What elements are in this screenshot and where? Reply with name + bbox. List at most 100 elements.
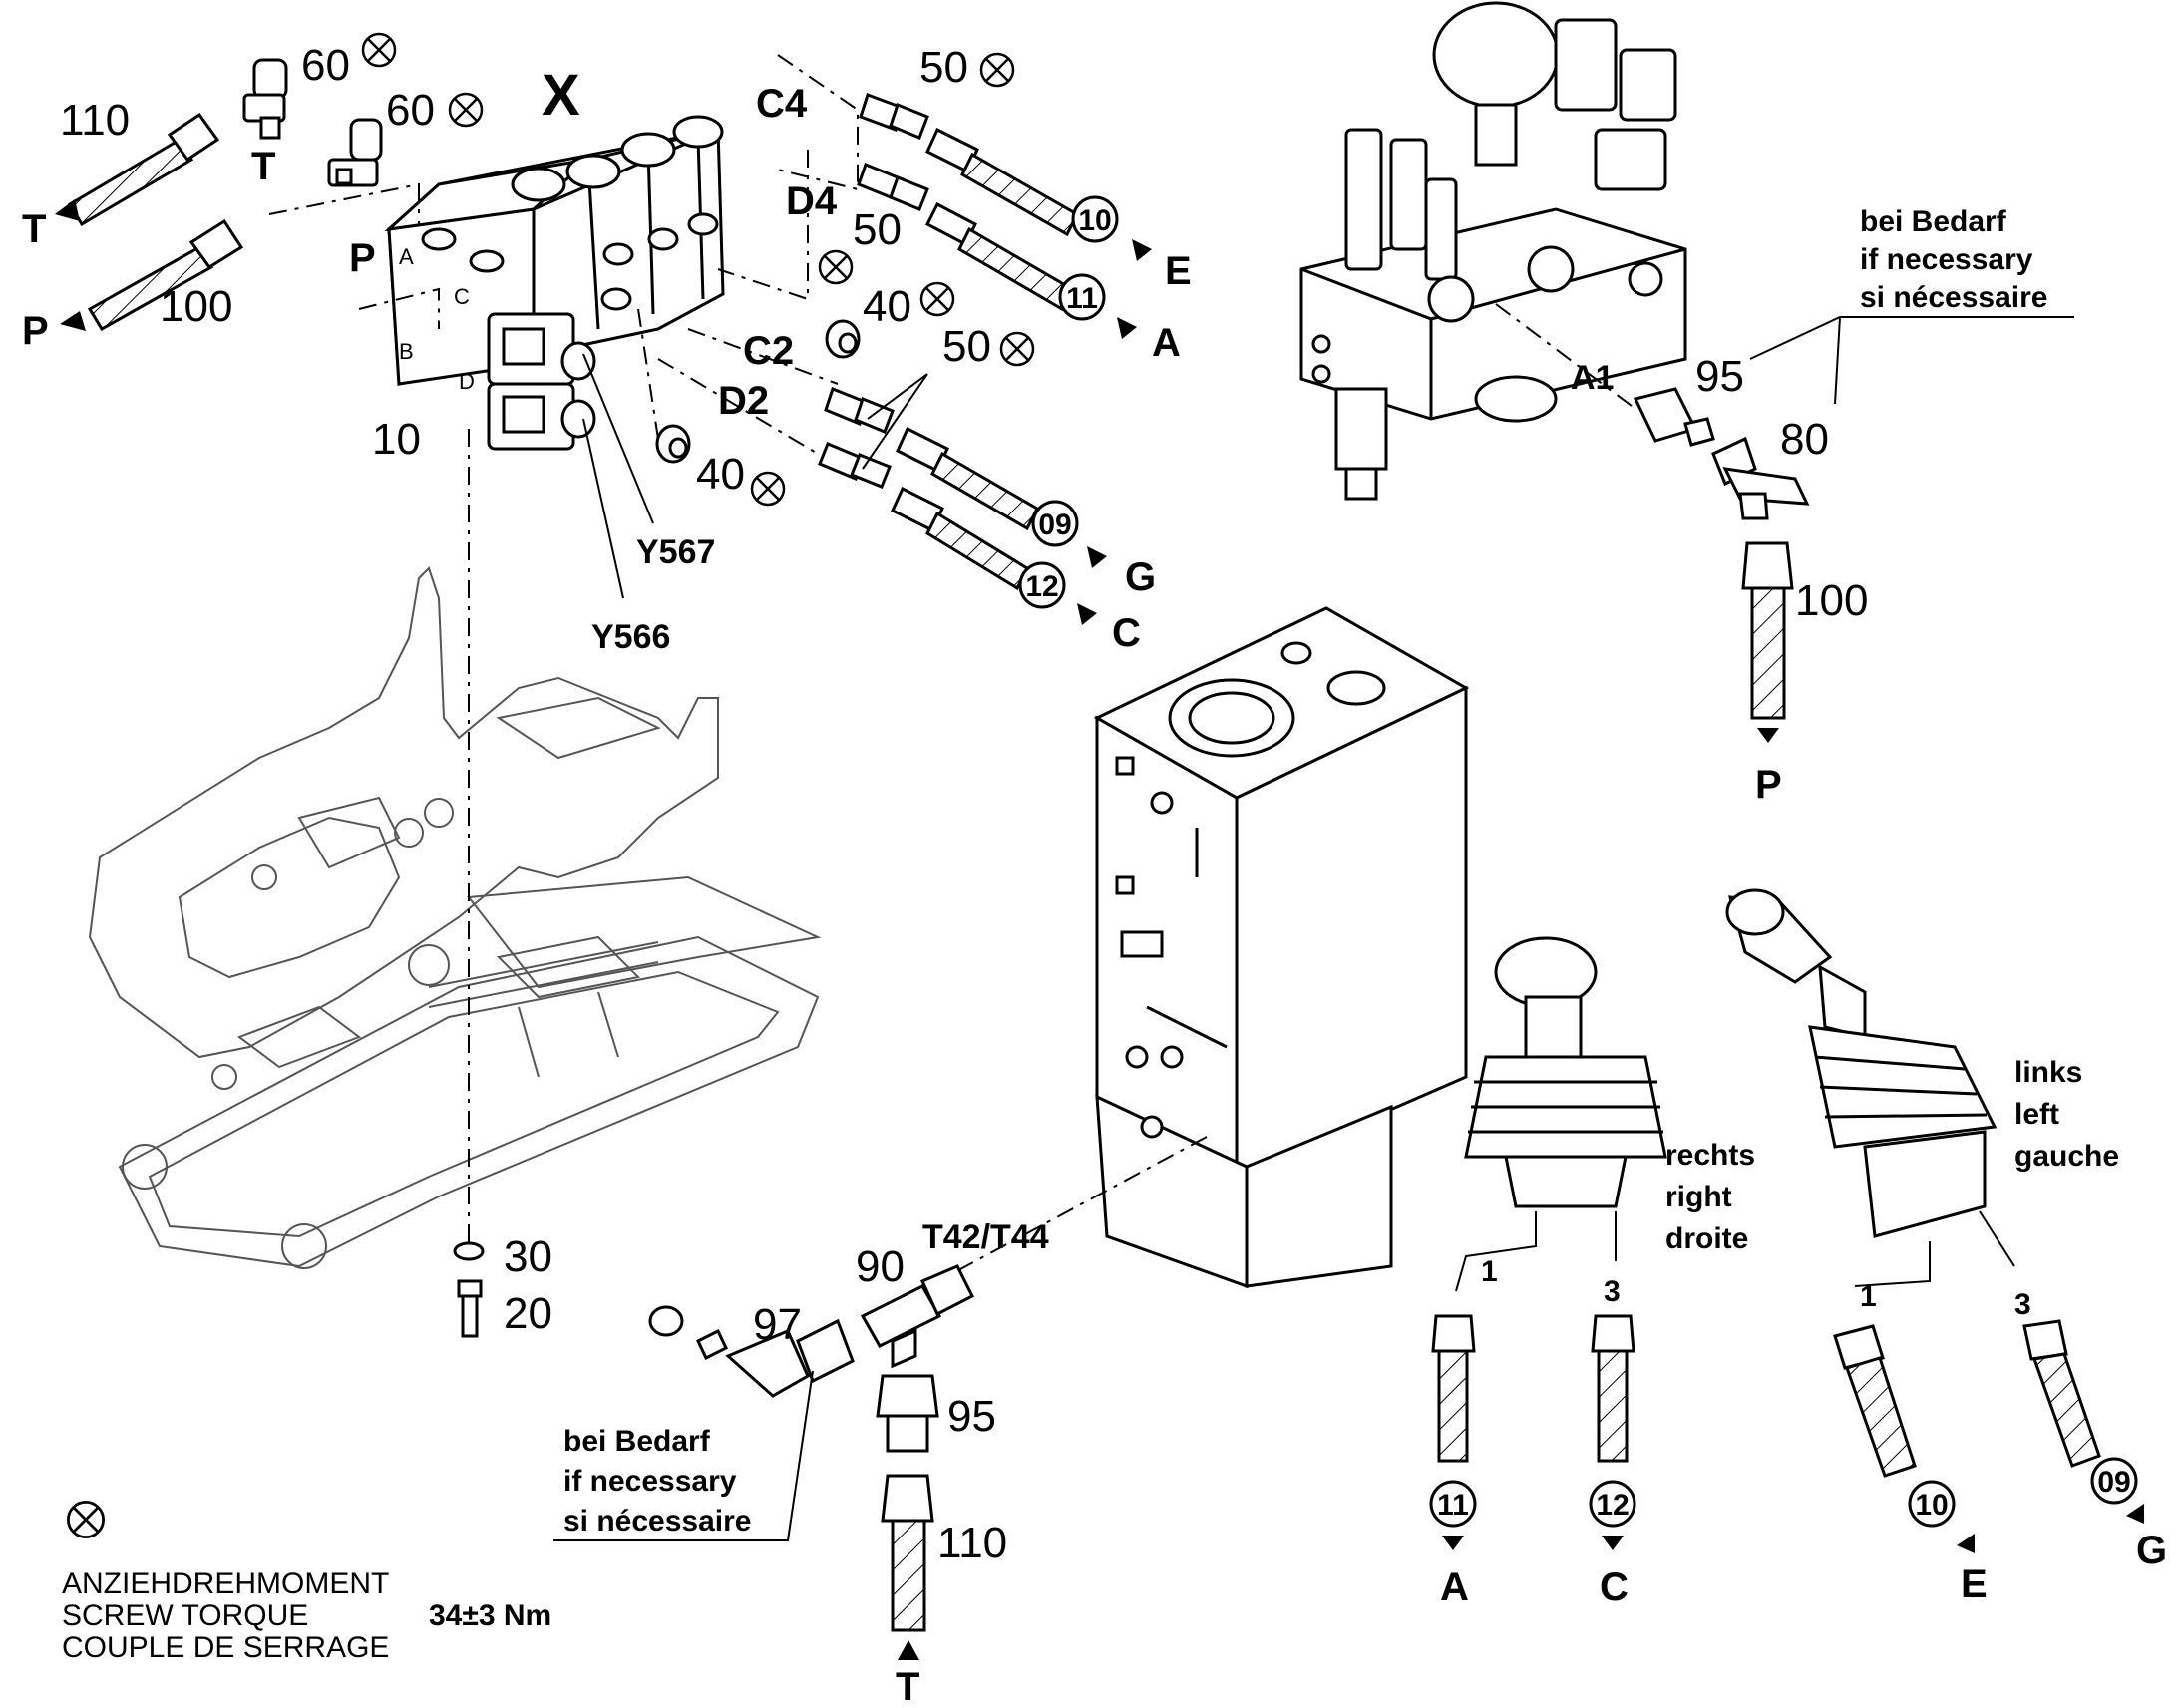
circle-ref-10-bot: 10 (1908, 1480, 1956, 1528)
note-de-bottom: bei Bedarf (563, 1425, 711, 1458)
hose-c4 (925, 127, 1079, 237)
torque-icon (67, 1501, 105, 1538)
note-de-top: bei Bedarf (1860, 205, 2007, 238)
torque-icon (919, 281, 955, 317)
port-label-p: P (349, 236, 376, 280)
circle-ref-text: 11 (1066, 282, 1098, 315)
flow-letter-p-right: P (1755, 763, 1782, 807)
port-label-d4: D4 (786, 179, 838, 223)
joystick-right (1464, 936, 1667, 1208)
dash-line-d2 (657, 358, 819, 455)
joystick-right-port3: 3 (1604, 1275, 1621, 1308)
hose-100-right (1741, 541, 1794, 720)
note-leader-bottom (553, 1370, 814, 1541)
bolt-20 (457, 1279, 483, 1338)
port-letter-b: B (399, 339, 414, 364)
joystick-right-fr: droite (1665, 1222, 1748, 1255)
part-30: 30 (504, 1232, 552, 1281)
note-leader-top-a (1749, 316, 2074, 360)
circle-ref-12-bot: 12 (1589, 1480, 1636, 1528)
flow-letter-p-left: P (22, 309, 49, 353)
arrow-e-top (1132, 239, 1152, 261)
torque-icon (750, 471, 786, 507)
machine-frame (88, 566, 822, 1269)
part-90: 90 (856, 1242, 905, 1291)
hose-right-port3 (1591, 1314, 1635, 1463)
note-leader-top-b (1834, 316, 1841, 405)
plug-40-upper (825, 319, 861, 359)
legend-line-en: SCREW TORQUE (62, 1599, 308, 1632)
circle-ref-09-bot: 09 (2090, 1457, 2138, 1505)
dash-line-a1 (1495, 303, 1636, 410)
circle-ref-text: 12 (1025, 570, 1058, 603)
circle-ref-10-top: 10 (1071, 195, 1119, 243)
connection-a1: A1 (1571, 359, 1614, 397)
port-label-d2: D2 (718, 379, 769, 423)
arrow-e-bot (1957, 1534, 1975, 1553)
note-en-top: if necessary (1860, 243, 2033, 276)
torque-icon (818, 249, 854, 285)
flow-letter-e-top: E (1165, 249, 1192, 293)
circle-ref-text: 10 (1078, 204, 1111, 237)
dash-line-d4 (717, 150, 809, 301)
joystick-right-de: rechts (1665, 1139, 1755, 1172)
flow-letter-a-top: A (1152, 321, 1181, 365)
hose-left-port1 (1833, 1324, 1917, 1478)
part-50-c: 50 (942, 322, 991, 371)
flow-letter-c-bot: C (1600, 1565, 1629, 1609)
part-95-right: 95 (1695, 352, 1744, 401)
note-en-bottom: if necessary (563, 1465, 737, 1498)
legend-torque-value: 34±3 Nm (429, 1599, 551, 1632)
adapter-95-bottom (876, 1374, 939, 1453)
adapter-95-right (1633, 387, 1715, 447)
joystick-right-en: right (1665, 1181, 1732, 1213)
part-50-a: 50 (919, 43, 968, 92)
dash-line-p (358, 287, 440, 329)
circle-ref-text: 11 (1437, 1489, 1469, 1522)
flow-letter-c-mid: C (1112, 611, 1141, 655)
port-letter-a: A (399, 244, 414, 269)
hose-left-port3 (2022, 1319, 2101, 1468)
port-letter-d: D (459, 369, 475, 394)
legend-line-de: ANZIEHDREHMOMENT (62, 1567, 389, 1600)
part-80: 80 (1780, 415, 1829, 464)
adapter-c4 (859, 93, 929, 140)
plug-40-lower (655, 424, 691, 464)
part-97: 97 (753, 1300, 802, 1349)
connection-t42-t44: T42/T44 (922, 1218, 1049, 1256)
fitting-p-elbow (327, 118, 383, 187)
hose-c2 (896, 426, 1039, 531)
pilot-valve-assembly (1299, 1, 1687, 501)
arrow-c-mid (1077, 603, 1097, 625)
joystick-left-de: links (2014, 1056, 2082, 1089)
flow-letter-g-bot: G (2136, 1529, 2167, 1572)
part-50-b: 50 (853, 205, 902, 254)
joystick-left (1725, 888, 1998, 1238)
part-40-b: 40 (696, 450, 745, 499)
circle-ref-text: 09 (2097, 1466, 2130, 1499)
arrow-g-mid (1087, 546, 1107, 568)
arrow-p-left (60, 311, 86, 331)
arrow-g-bot (2126, 1504, 2144, 1524)
solenoid-y567: Y567 (636, 533, 715, 571)
joystick-right-port1: 1 (1481, 1255, 1498, 1288)
legend-line-fr: COUPLE DE SERRAGE (62, 1631, 389, 1664)
part-20: 20 (504, 1289, 552, 1338)
arrow-c-bot (1602, 1536, 1624, 1550)
port-label-t: T (251, 145, 275, 188)
flow-letter-t-bottom: T (896, 1665, 919, 1708)
leader-right-port1 (1455, 1211, 1537, 1292)
adapter-c2 (824, 387, 895, 434)
washer-30 (453, 1241, 485, 1261)
port-letter-c: C (454, 284, 470, 309)
leader-50c-b (862, 373, 928, 470)
port-label-c4: C4 (756, 82, 808, 126)
circle-ref-text: 10 (1915, 1489, 1948, 1522)
hydraulic-tank (1093, 606, 1470, 1289)
torque-icon (999, 331, 1035, 367)
part-100-right: 100 (1795, 576, 1868, 625)
control-valve-block (384, 115, 725, 451)
circle-ref-09-mid: 09 (1031, 500, 1079, 547)
